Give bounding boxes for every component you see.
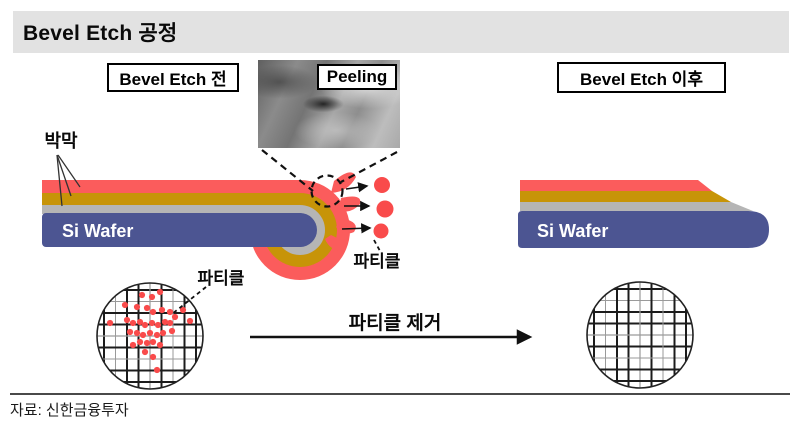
particle-dot	[149, 353, 157, 361]
particle-dot	[161, 318, 169, 326]
particle-dot	[149, 308, 157, 316]
film-layer-gold-after	[520, 191, 731, 202]
figure-title-bar: Bevel Etch 공정	[13, 11, 789, 53]
particle-dot	[136, 318, 144, 326]
particle-dot	[126, 328, 134, 336]
particle-dot	[153, 331, 161, 339]
si-wafer-label-after: Si Wafer	[537, 221, 608, 241]
film-layer-gray-after	[520, 202, 753, 211]
thin-film-label: 박막	[44, 131, 78, 151]
wafer-map-after	[586, 281, 694, 389]
wafer-map-outline	[96, 282, 204, 390]
particle-dot	[158, 306, 166, 314]
wafer-body-before	[42, 213, 304, 247]
wafer-cross-section-before: Si Wafer	[42, 172, 361, 280]
particle-dot	[179, 306, 187, 314]
particle-dot	[136, 338, 144, 346]
particle-edge-label: 파티클	[354, 252, 401, 271]
film-layer-red-after	[520, 180, 712, 191]
particle-map-label: 파티클	[198, 269, 245, 288]
particle-dot	[143, 304, 151, 312]
film-layer-gray	[42, 205, 300, 214]
particle-dot	[133, 329, 141, 337]
particle-removal-label: 파티클 제거	[349, 312, 442, 334]
particle-dot	[129, 341, 137, 349]
particle-dot	[159, 329, 167, 337]
wafer-body-after	[518, 211, 769, 248]
particle-dot	[141, 348, 149, 356]
particle-dot	[133, 303, 141, 311]
particle-dot	[168, 327, 176, 335]
particle-dot	[139, 331, 147, 339]
film-layer-gold	[42, 193, 300, 205]
si-wafer-label-before: Si Wafer	[62, 221, 133, 241]
particle-dot	[123, 316, 131, 324]
source-note: 자료: 신한금융투자	[10, 402, 129, 419]
particle-dot	[186, 317, 194, 325]
particle-dot	[121, 301, 129, 309]
wafer-cross-section-after: Si Wafer	[518, 180, 769, 248]
thin-film-callout	[56, 154, 81, 207]
particle-dot	[376, 200, 394, 218]
particle-dot	[148, 319, 156, 327]
wafer-map-outline	[586, 281, 694, 389]
particle-dot	[129, 319, 137, 327]
particle-dot	[146, 329, 154, 337]
wafer-particles	[106, 288, 194, 374]
particle-dot	[166, 319, 174, 327]
particle-dot	[141, 321, 149, 329]
particle-dot	[374, 177, 390, 193]
film-layer-red	[42, 180, 300, 193]
particle-dot	[148, 293, 156, 301]
particle-dot	[153, 366, 161, 374]
particle-dot	[171, 313, 179, 321]
ejected-particles	[341, 177, 394, 252]
wafer-map-before	[96, 282, 204, 390]
particle-dot	[154, 321, 162, 329]
magnifier-dashed-lines	[261, 149, 398, 208]
magnifier-circle	[310, 174, 344, 208]
particle-dot	[156, 341, 164, 349]
label-peeling: Peeling	[317, 64, 397, 90]
particle-dot	[149, 338, 157, 346]
particle-dot	[156, 288, 164, 296]
particle-dot	[166, 308, 174, 316]
particle-dot	[143, 339, 151, 347]
footer-divider	[10, 393, 790, 395]
particle-dot	[373, 223, 389, 239]
particle-dot	[138, 291, 146, 299]
particle-dot	[106, 319, 114, 327]
label-bevel-etch-after: Bevel Etch 이후	[557, 62, 726, 93]
figure-title: Bevel Etch 공정	[23, 22, 178, 45]
label-bevel-etch-before: Bevel Etch 전	[107, 63, 239, 92]
